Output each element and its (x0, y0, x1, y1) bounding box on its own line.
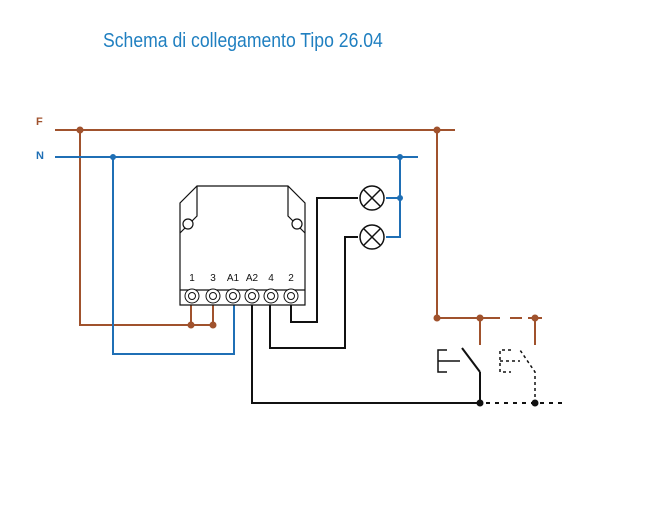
terminal-labels: 1 3 A1 A2 4 2 (189, 273, 294, 284)
terminal-label: A1 (227, 273, 240, 284)
lamps (359, 185, 385, 250)
phase-wires (55, 129, 542, 345)
phase-label: F (36, 116, 43, 128)
diagram-title: Schema di collegamento Tipo 26.04 (103, 30, 383, 52)
junction-dots (76, 126, 539, 407)
neutral-label: N (36, 150, 44, 162)
relay-device (179, 185, 306, 306)
terminal-label: 1 (189, 273, 195, 284)
lamp-icon (359, 224, 385, 250)
terminal-screws (184, 288, 299, 304)
control-wires (251, 197, 565, 404)
terminal-label: 3 (210, 273, 216, 284)
terminal-label: 2 (288, 273, 294, 284)
terminal-label: 4 (268, 273, 274, 284)
lamp-icon (359, 185, 385, 211)
terminal-label: A2 (246, 273, 259, 284)
